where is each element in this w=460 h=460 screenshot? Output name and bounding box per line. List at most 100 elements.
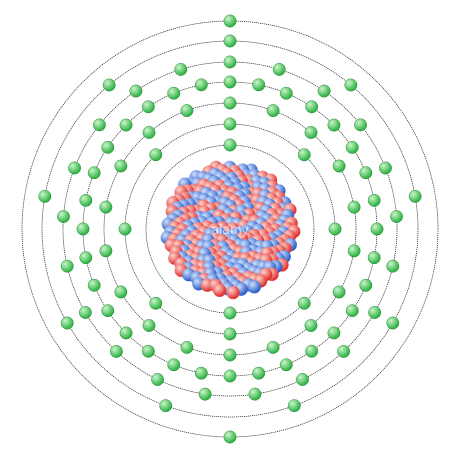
electron — [328, 222, 342, 236]
electron — [149, 296, 163, 310]
electron — [408, 189, 422, 203]
electron — [141, 344, 155, 358]
electron — [386, 259, 400, 273]
electron-shell-3 — [103, 102, 357, 356]
electrons — [38, 14, 422, 444]
electron — [359, 166, 373, 180]
electron — [359, 278, 373, 292]
electron — [99, 200, 113, 214]
electron — [272, 63, 286, 76]
electron — [223, 430, 237, 444]
electron — [141, 100, 155, 114]
electron — [223, 14, 237, 28]
electron — [347, 200, 361, 214]
electron — [194, 78, 208, 92]
electron — [87, 166, 101, 180]
electron — [142, 319, 156, 332]
electron — [151, 373, 164, 386]
electron — [248, 387, 262, 401]
proton — [213, 283, 227, 297]
electron — [223, 117, 237, 131]
electron — [93, 118, 106, 132]
electron — [297, 148, 311, 162]
electron — [252, 78, 266, 92]
electron — [297, 296, 311, 310]
electron — [194, 366, 208, 380]
electron — [223, 369, 237, 383]
electron — [327, 118, 341, 132]
electron — [223, 306, 237, 320]
electron — [252, 366, 266, 380]
electron — [60, 259, 74, 273]
electron — [174, 63, 188, 76]
electron — [266, 104, 280, 118]
electron — [110, 345, 123, 358]
electron — [118, 222, 132, 236]
electron — [223, 348, 237, 362]
nucleus — [160, 160, 301, 300]
electron — [79, 251, 93, 265]
electron — [68, 161, 81, 175]
electron — [304, 319, 318, 332]
electron — [87, 278, 101, 292]
electron — [119, 326, 133, 340]
electron — [317, 84, 331, 98]
electron — [367, 251, 381, 265]
electron — [79, 193, 93, 207]
electron — [368, 306, 382, 319]
electron — [345, 304, 359, 318]
electron — [102, 78, 116, 92]
electron — [345, 140, 359, 154]
electron — [386, 316, 400, 330]
electron-shell-1 — [145, 144, 315, 314]
electron — [114, 285, 128, 299]
electron — [101, 304, 115, 318]
electron — [223, 96, 237, 110]
electron — [167, 358, 181, 372]
electron — [223, 138, 237, 152]
electron — [57, 210, 70, 223]
electron — [347, 244, 361, 258]
electron — [119, 118, 133, 132]
electron — [198, 387, 212, 401]
electron — [101, 140, 115, 154]
electron — [38, 189, 52, 203]
electron — [370, 222, 384, 236]
electron — [223, 327, 237, 341]
electron — [390, 210, 403, 223]
electron — [344, 78, 358, 92]
electron — [287, 399, 301, 413]
electron — [379, 161, 392, 175]
electron — [60, 316, 74, 330]
electron — [279, 86, 293, 100]
electron — [296, 373, 309, 386]
electron — [114, 159, 128, 173]
electron — [129, 84, 143, 98]
electron — [180, 104, 194, 118]
electron — [305, 344, 319, 358]
electron-shell-6 — [41, 40, 419, 418]
electron — [332, 159, 346, 173]
electron — [159, 399, 173, 413]
electron — [305, 100, 319, 114]
electron — [279, 358, 293, 372]
electron — [180, 340, 194, 354]
electron — [167, 86, 181, 100]
electron — [149, 148, 163, 162]
electron — [99, 244, 113, 258]
electron — [367, 193, 381, 207]
electron — [327, 326, 341, 340]
electron — [223, 75, 237, 89]
electron — [304, 126, 318, 139]
neutron — [247, 280, 261, 294]
electron — [76, 222, 90, 236]
watermark-text: alamy — [211, 221, 248, 237]
electron — [223, 34, 237, 48]
electron — [337, 345, 350, 358]
proton — [226, 285, 240, 300]
electron — [354, 118, 367, 132]
electron — [332, 285, 346, 299]
electron — [78, 306, 92, 319]
